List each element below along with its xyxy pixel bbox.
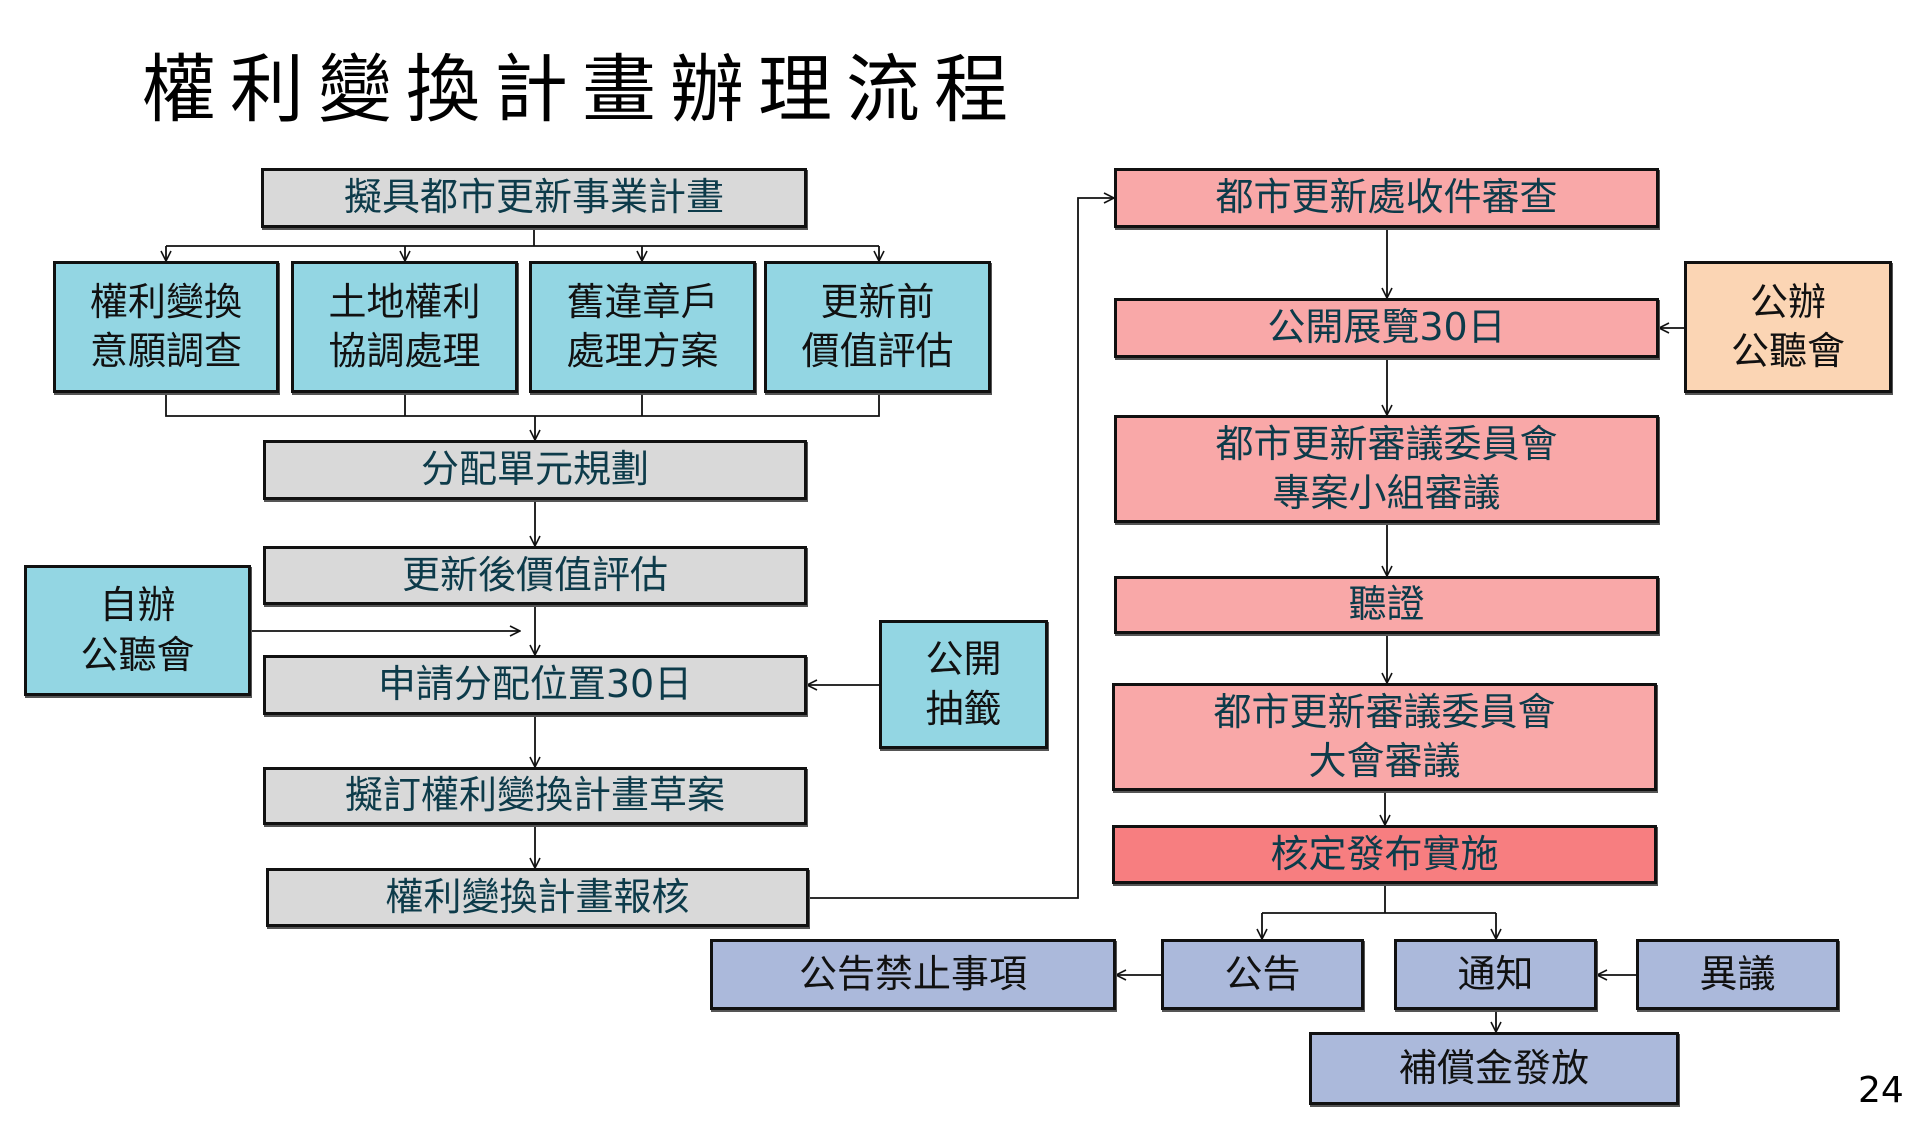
arrow-submit-to-office [809,198,1114,899]
subtask-land-rights: 土地權利 協調處理 [291,261,518,393]
step-announcement: 公告 [1161,939,1364,1010]
step-official-hearing: 公辦 公聽會 [1684,261,1892,393]
step-office-review: 都市更新處收件審查 [1114,168,1659,228]
step-submit-plan: 權利變換計畫報核 [266,868,809,927]
connector-approval-split [1262,884,1496,914]
step-unit-planning: 分配單元規劃 [263,440,807,500]
step-prepare-plan: 擬具都市更新事業計畫 [261,168,807,228]
page-title: 權利變換計畫辦理流程 [142,47,1022,133]
step-committee-general-review: 都市更新審議委員會 大會審議 [1112,683,1657,791]
subtask-illegal-housing: 舊違章戶 處理方案 [529,261,756,393]
subtask-pre-valuation: 更新前 價值評估 [764,261,991,393]
step-objection: 異議 [1636,939,1839,1010]
connector-subtask-merge [165,393,880,417]
step-post-valuation: 更新後價值評估 [263,546,807,605]
connector-prepare-split [166,228,879,247]
page-number: 24 [1858,1070,1904,1111]
subtask-consent-survey: 權利變換 意願調查 [53,261,279,393]
step-apply-allocation: 申請分配位置30日 [263,655,807,715]
step-approval: 核定發布實施 [1112,825,1657,884]
step-draft-plan: 擬訂權利變換計畫草案 [263,767,807,825]
step-compensation: 補償金發放 [1309,1032,1679,1105]
step-notification: 通知 [1394,939,1597,1010]
step-testimony: 聽證 [1114,576,1659,634]
step-public-lottery: 公開 抽籤 [879,620,1048,749]
step-self-hearing: 自辦 公聽會 [24,565,251,696]
step-public-exhibit: 公開展覽30日 [1114,298,1659,358]
step-prohibitions: 公告禁止事項 [710,939,1116,1010]
step-committee-group-review: 都市更新審議委員會 專案小組審議 [1114,415,1659,523]
